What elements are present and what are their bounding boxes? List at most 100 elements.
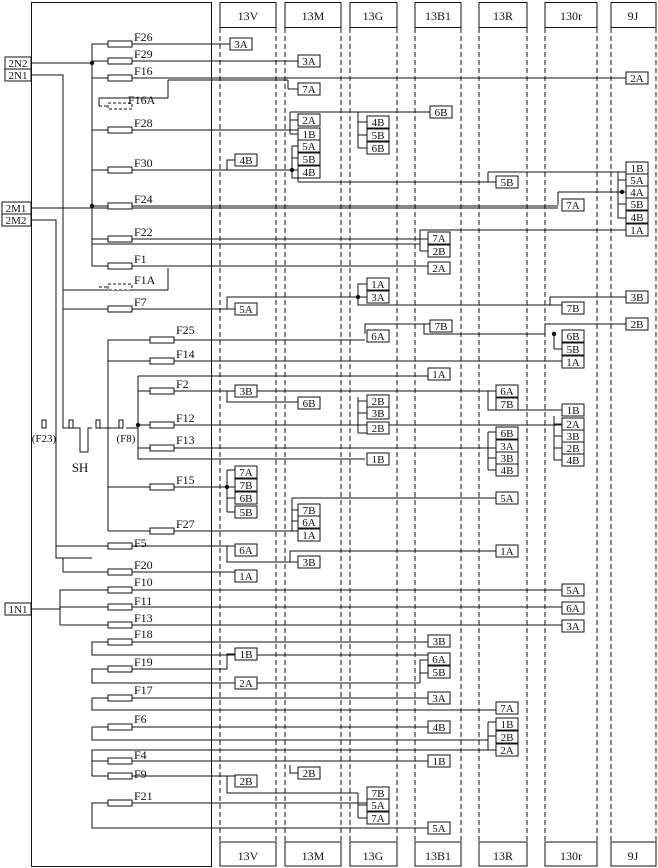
junction-dot (89, 203, 95, 209)
terminal-box (297, 152, 321, 166)
column-frames (219, 28, 657, 842)
terminal-label: 5B (433, 667, 446, 679)
fuse-F6-label: F6 (134, 712, 147, 726)
fuse-F17-label: F17 (134, 683, 153, 697)
terminal-box (297, 396, 321, 410)
terminal-box (297, 139, 321, 153)
fuse-F26-label: F26 (134, 30, 153, 44)
fuse-F14-symbol (149, 357, 175, 365)
terminal-box (229, 37, 253, 51)
column-footer-label: 130r (560, 849, 582, 863)
terminal-box (561, 329, 585, 343)
terminal-box (234, 491, 258, 505)
fuse-F4-label: F4 (134, 748, 147, 762)
terminal-box (366, 141, 390, 155)
terminal-label: 3A (566, 621, 580, 633)
terminal-box (366, 421, 390, 435)
fuse-F1-label: F1 (134, 252, 147, 266)
terminal-box (366, 128, 390, 142)
terminal-label: 4B (501, 465, 514, 477)
fuse-F22-symbol (107, 235, 133, 243)
terminal-label: 1B (631, 163, 644, 175)
terminal-label: 3B (567, 431, 580, 443)
terminal-box (297, 515, 321, 529)
terminal-label: 2B (240, 776, 253, 788)
terminal-label: 7A (302, 84, 316, 96)
terminal-label: 1B (433, 756, 446, 768)
fuse-F10-label: F10 (134, 575, 153, 589)
terminal-label: 6A (302, 517, 316, 529)
terminal-box (625, 71, 649, 85)
input-label: 2N1 (9, 70, 28, 82)
column-headers (219, 2, 657, 28)
column-footer-label: 13G (363, 849, 384, 863)
terminal-label: 1B (501, 719, 514, 731)
label-sh: SH (72, 460, 89, 475)
fuse-F22-label: F22 (134, 225, 153, 239)
terminal-label: 5B (303, 154, 316, 166)
terminal-box (427, 665, 451, 679)
fuse-F30-label: F30 (134, 156, 153, 170)
column-footers (219, 841, 657, 867)
terminal-box (427, 634, 451, 648)
terminal-box (366, 798, 390, 812)
junction-dot (135, 422, 141, 428)
terminal-box (234, 153, 258, 167)
terminal-box (495, 384, 519, 398)
terminal-box (495, 397, 519, 411)
fuse-F5-symbol (107, 542, 133, 550)
fuse-F30-symbol (107, 166, 133, 174)
terminal-box (495, 463, 519, 477)
junction-dot (289, 167, 295, 173)
fuse-F25-symbol (149, 336, 175, 344)
terminal-label: 1A (432, 369, 446, 381)
terminal-box (297, 528, 321, 542)
terminal-label: 4A (630, 187, 644, 199)
terminal-label: 2B (303, 768, 316, 780)
junction-dot (619, 189, 625, 195)
terminal-box (561, 583, 585, 597)
terminal-label: 1A (371, 279, 385, 291)
fuse-F14-label: F14 (176, 347, 195, 361)
fuse-F15-symbol (149, 483, 175, 491)
terminal-label: 7B (435, 321, 448, 333)
terminal-label: 5A (500, 493, 514, 505)
terminal-label: 1A (239, 571, 253, 583)
terminal-label: 3B (433, 636, 446, 648)
terminal-box (495, 491, 519, 505)
terminal-box (429, 319, 453, 333)
fuse-F9-label: F9 (134, 767, 147, 781)
fuse-F8-symbol (118, 419, 124, 429)
junction-dot (355, 294, 361, 300)
input-label: 1N1 (9, 604, 28, 616)
fuse-F5-label: F5 (134, 536, 147, 550)
terminal-label: 5A (630, 175, 644, 187)
terminal-label: 3A (302, 56, 316, 68)
terminal-box (625, 223, 649, 237)
terminal-label: 6B (303, 398, 316, 410)
terminal-box (366, 277, 390, 291)
fuse-F4-symbol (107, 757, 133, 765)
terminal-label: 2B (433, 246, 446, 258)
terminal-box (366, 406, 390, 420)
terminal-label: 2A (239, 678, 253, 690)
terminal-label: 7B (567, 303, 580, 315)
fuse-F19-label: F19 (134, 655, 153, 669)
column-header-label: 13M (302, 9, 325, 23)
fuse-F23-symbol (41, 419, 47, 429)
terminal-box (625, 317, 649, 331)
fuse-F7-symbol (107, 305, 133, 313)
column-header-label: 9J (628, 9, 639, 23)
terminal-box (427, 754, 451, 768)
fuse-F17-symbol (107, 694, 133, 702)
terminal-label: 6B (372, 143, 385, 155)
terminal-box (427, 652, 451, 666)
fuse-F19-symbol (107, 665, 133, 673)
terminal-label: 1A (630, 225, 644, 237)
terminal-label: 7A (432, 233, 446, 245)
terminal-label: 7B (240, 480, 253, 492)
terminal-box (234, 676, 258, 690)
terminal-box (297, 82, 321, 96)
terminal-label: 2B (372, 423, 385, 435)
fuse-F24-symbol (107, 202, 133, 210)
